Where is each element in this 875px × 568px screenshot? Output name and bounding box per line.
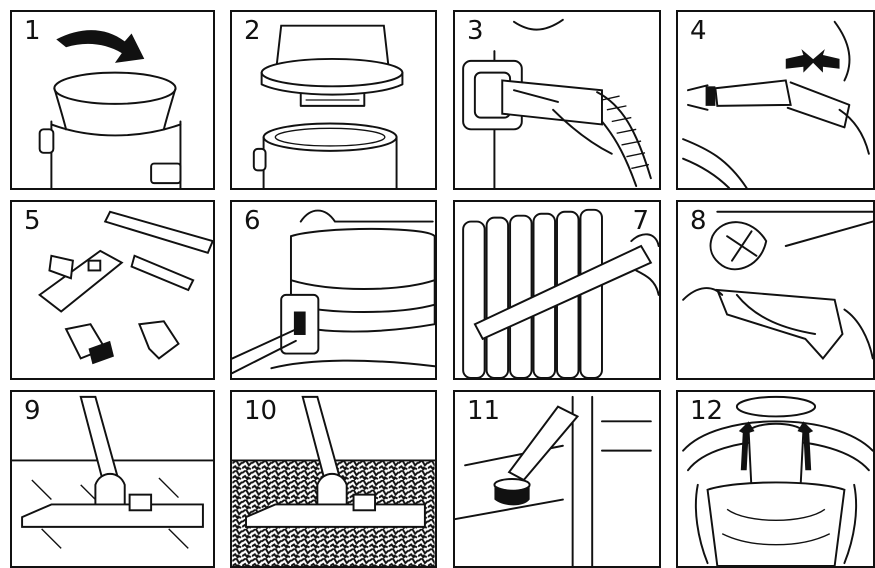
hose-connect-icon — [682, 20, 870, 188]
floor-nozzle-icon — [12, 395, 213, 549]
panel-number: 12 — [690, 396, 724, 426]
panel-number: 1 — [24, 16, 41, 46]
panel-9: 9 — [10, 390, 215, 568]
bucket-lid-icon — [38, 30, 182, 188]
panel-number: 2 — [244, 16, 261, 46]
panel-number: 7 — [632, 206, 649, 236]
panel-7: 7 — [453, 200, 661, 380]
panel-number: 4 — [690, 16, 707, 46]
crevice-tool-icon — [682, 210, 873, 360]
carpet-nozzle-icon — [232, 395, 435, 566]
motor-head-icon — [252, 24, 404, 188]
panel-5: 5 — [10, 200, 215, 380]
panel-8: 8 — [676, 200, 875, 380]
panel-12: 12 — [676, 390, 875, 568]
panel-number: 11 — [467, 396, 501, 426]
nozzle-set-icon — [38, 210, 213, 365]
panel-3: 3 — [453, 10, 661, 190]
panel-number: 3 — [467, 16, 484, 46]
panel-4: 4 — [676, 10, 875, 190]
panel-number: 8 — [690, 206, 707, 236]
power-switch-icon — [232, 209, 435, 375]
wet-nozzle-icon — [455, 395, 652, 566]
panel-6: 6 — [230, 200, 437, 380]
panel-11: 11 — [453, 390, 661, 568]
panel-number: 9 — [24, 396, 41, 426]
panel-2: 2 — [230, 10, 437, 190]
panel-10: 10 — [230, 390, 437, 568]
panel-number: 10 — [244, 396, 278, 426]
radiator-icon — [462, 208, 659, 378]
panel-number: 6 — [244, 206, 261, 236]
panel-1: 1 — [10, 10, 215, 190]
filter-bag-icon — [682, 395, 873, 566]
panel-number: 5 — [24, 206, 41, 236]
hose-inlet-icon — [462, 18, 652, 188]
